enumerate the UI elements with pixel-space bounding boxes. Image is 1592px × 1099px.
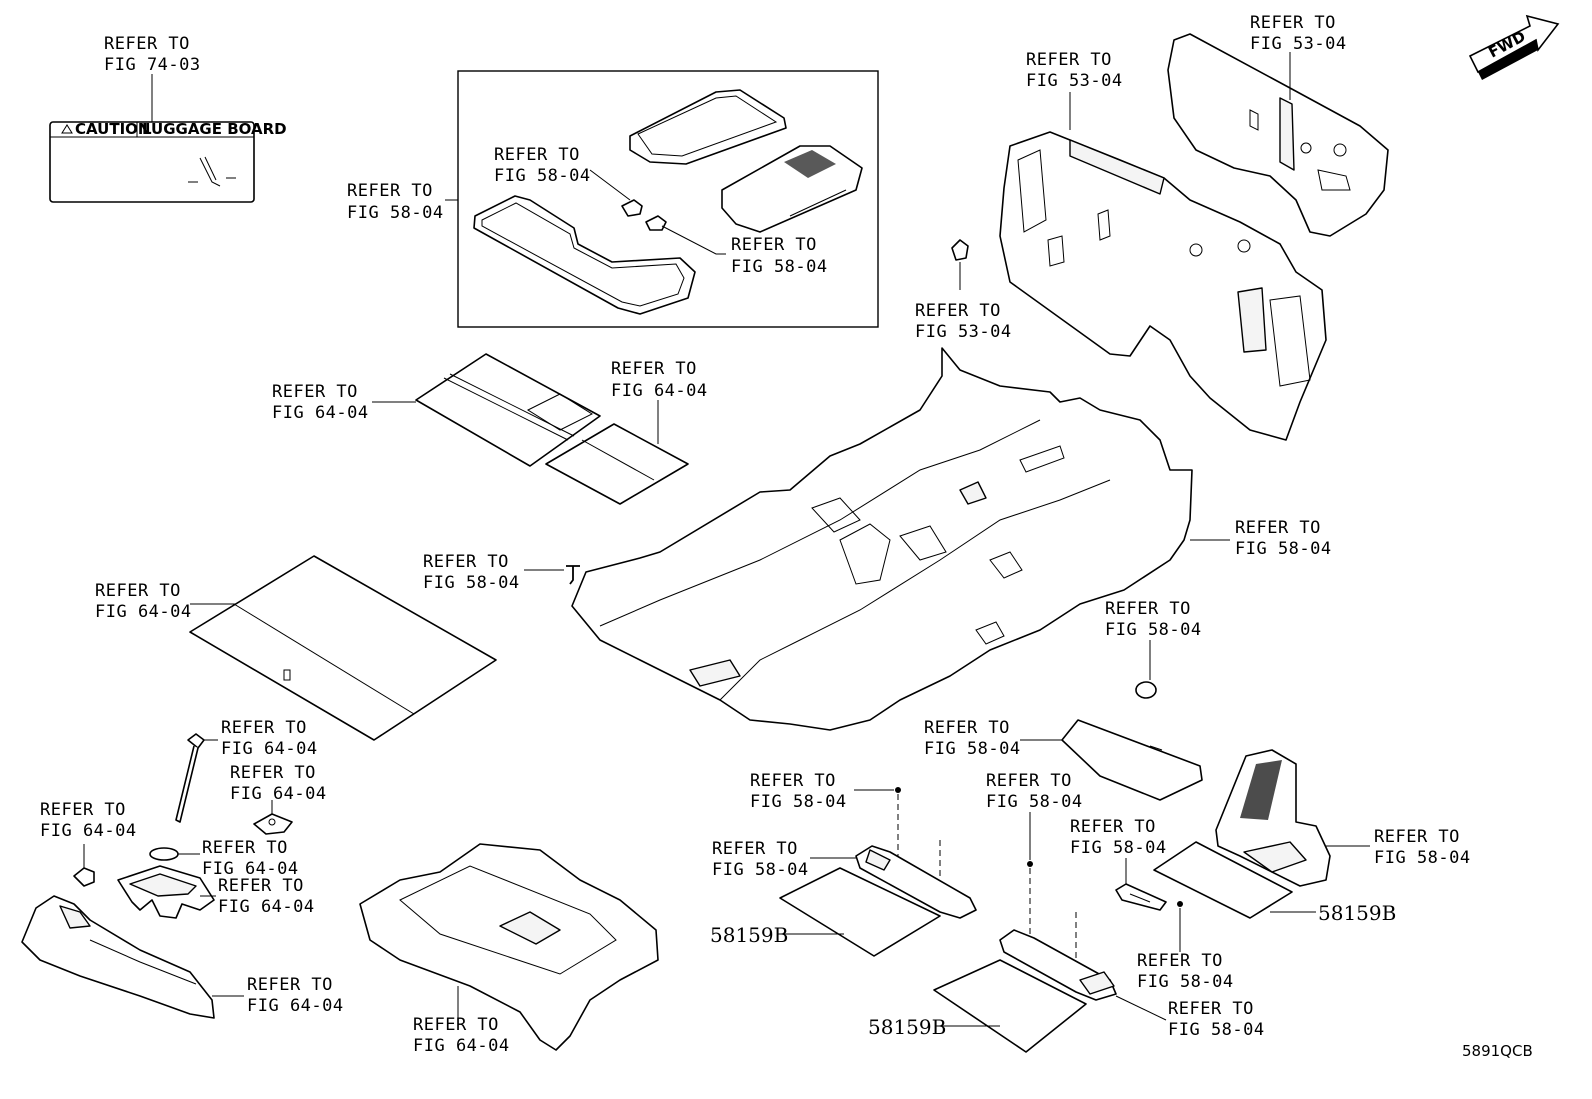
luggage-label-ref-line1: REFER TO <box>104 34 190 54</box>
fwd-arrow-icon: FWD <box>1468 14 1560 80</box>
mat-set-ref-line2: FIG 58-04 <box>347 203 444 223</box>
pad <box>149 847 179 861</box>
plug-ref-line2: FIG 58-04 <box>1105 620 1202 640</box>
grommet-ref-line1: REFER TO <box>915 301 1001 321</box>
pin-left-ref-line1: REFER TO <box>750 771 836 791</box>
pin-right <box>1177 901 1183 907</box>
dash-insulator-lower-ref-line2: FIG 53-04 <box>1026 71 1123 91</box>
cap-ref-line1: REFER TO <box>40 800 126 820</box>
silencer-pad-right <box>1153 841 1293 919</box>
pin-center-ref-line2: FIG 58-04 <box>986 792 1083 812</box>
bracket-left <box>855 845 977 919</box>
bolt-ref-line1: REFER TO <box>221 718 307 738</box>
floor-mat-set-box <box>457 70 879 328</box>
pin-center <box>1027 861 1033 867</box>
floor-mat-rear <box>629 89 787 165</box>
part-number-right: 58159B <box>1318 901 1396 925</box>
clip-ref-line2: FIG 58-04 <box>423 573 520 593</box>
grommet-ref-line2: FIG 53-04 <box>915 322 1012 342</box>
floor-carpet-ref-line2: FIG 58-04 <box>1235 539 1332 559</box>
caution-text: CAUTION <box>75 120 150 138</box>
deck-board-left-ref-line2: FIG 64-04 <box>272 403 369 423</box>
floor-carpet <box>571 347 1193 731</box>
silencer-pad-left <box>779 867 941 957</box>
bracket-center <box>999 929 1117 1001</box>
grommet <box>951 239 969 261</box>
plate-ref-line1: REFER TO <box>1070 817 1156 837</box>
dash-insulator-upper-ref-line1: REFER TO <box>1250 13 1336 33</box>
pin-center-ref-line1: REFER TO <box>986 771 1072 791</box>
cap-ref-line2: FIG 64-04 <box>40 821 137 841</box>
plug-ref-line1: REFER TO <box>1105 599 1191 619</box>
tool-tray-ref-line1: REFER TO <box>218 876 304 896</box>
mat-clip-ref-b-line2: FIG 58-04 <box>731 257 828 277</box>
bracket-left-ref-line2: FIG 58-04 <box>712 860 809 880</box>
silencer-pad-center <box>933 959 1087 1053</box>
part-number-left: 58159B <box>710 923 788 947</box>
deck-board-right-ref-line2: FIG 64-04 <box>611 381 708 401</box>
luggage-board-ref-line1: REFER TO <box>95 581 181 601</box>
deck-board-right <box>545 423 689 505</box>
tool-tray-ref-line2: FIG 64-04 <box>218 897 315 917</box>
carpet-clip <box>566 565 580 585</box>
silencer-ref-line2: FIG 58-04 <box>924 739 1021 759</box>
drawing-code: 5891QCB <box>1462 1042 1533 1060</box>
floor-silencer <box>1061 719 1203 801</box>
pad-ref-line1: REFER TO <box>202 838 288 858</box>
hold-down-bolt <box>175 733 205 823</box>
cap <box>73 867 95 887</box>
floor-mat-front-right <box>721 145 863 233</box>
floor-mat-front-left <box>473 195 696 315</box>
silencer-ref-line1: REFER TO <box>924 718 1010 738</box>
clip-ref-line1: REFER TO <box>423 552 509 572</box>
mat-clip-a <box>621 199 643 217</box>
luggage-board-text: LUGGAGE BOARD <box>142 120 287 138</box>
carpet-plug <box>1135 681 1157 699</box>
luggage-caution-label: CAUTION LUGGAGE BOARD <box>49 120 287 203</box>
tool-tray <box>117 865 215 919</box>
pin-right-ref-line1: REFER TO <box>1137 951 1223 971</box>
bracket-center-ref-line2: FIG 58-04 <box>1168 1020 1265 1040</box>
plate-ref-line2: FIG 58-04 <box>1070 838 1167 858</box>
trunk-mat <box>359 843 659 1051</box>
dash-insulator-upper <box>1167 33 1389 237</box>
deck-board-right-ref-line1: REFER TO <box>611 359 697 379</box>
bracket-ref-line2: FIG 64-04 <box>230 784 327 804</box>
pin-left <box>895 787 901 793</box>
part-number-center: 58159B <box>868 1015 946 1039</box>
rear-trim-ref-line1: REFER TO <box>247 975 333 995</box>
rear-floor-trim <box>21 895 215 1019</box>
dash-insulator-upper-ref-line2: FIG 53-04 <box>1250 34 1347 54</box>
mat-clip-ref-b-line1: REFER TO <box>731 235 817 255</box>
mat-set-ref-line1: REFER TO <box>347 181 433 201</box>
trunk-mat-ref-line2: FIG 64-04 <box>413 1036 510 1056</box>
luggage-label-ref-line2: FIG 74-03 <box>104 55 201 75</box>
luggage-board-ref-line2: FIG 64-04 <box>95 602 192 622</box>
plate <box>1115 883 1167 911</box>
mat-clip-ref-a-line1: REFER TO <box>494 145 580 165</box>
mat-clip-b <box>645 215 667 231</box>
rear-trim-ref-line2: FIG 64-04 <box>247 996 344 1016</box>
hold-down-bracket <box>253 813 293 835</box>
pin-right-ref-line2: FIG 58-04 <box>1137 972 1234 992</box>
footrest-ref-line2: FIG 58-04 <box>1374 848 1471 868</box>
bracket-center-ref-line1: REFER TO <box>1168 999 1254 1019</box>
footrest <box>1215 749 1331 887</box>
trunk-mat-ref-line1: REFER TO <box>413 1015 499 1035</box>
pin-left-ref-line2: FIG 58-04 <box>750 792 847 812</box>
deck-board-left <box>415 353 601 467</box>
bolt-ref-line2: FIG 64-04 <box>221 739 318 759</box>
deck-board-left-ref-line1: REFER TO <box>272 382 358 402</box>
mat-clip-ref-a-line2: FIG 58-04 <box>494 166 591 186</box>
bracket-ref-line1: REFER TO <box>230 763 316 783</box>
dash-insulator-lower-ref-line1: REFER TO <box>1026 50 1112 70</box>
floor-carpet-ref-line1: REFER TO <box>1235 518 1321 538</box>
footrest-ref-line1: REFER TO <box>1374 827 1460 847</box>
pad-ref-line2: FIG 64-04 <box>202 859 299 879</box>
dash-insulator-lower <box>999 131 1327 441</box>
bracket-left-ref-line1: REFER TO <box>712 839 798 859</box>
luggage-board <box>189 555 497 741</box>
